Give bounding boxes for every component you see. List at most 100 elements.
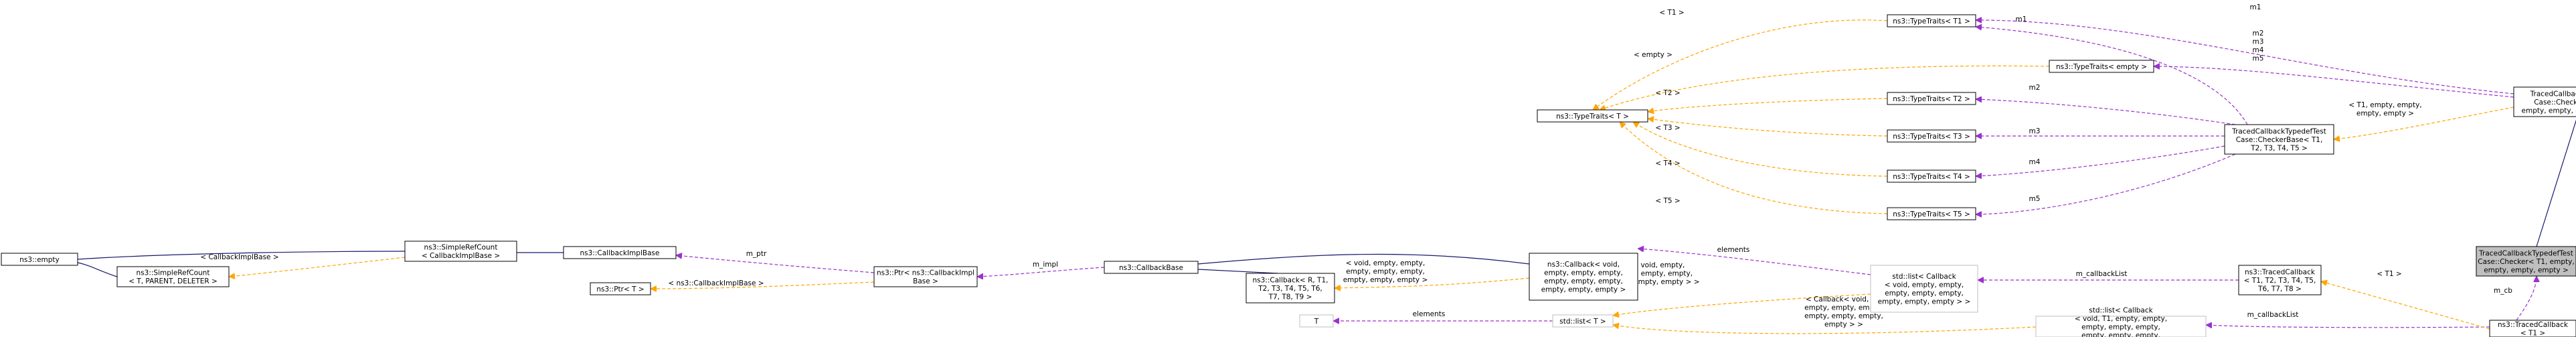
node-traced-callback-t1[interactable]: ns3::TracedCallback< T1 > <box>2489 320 2576 337</box>
node-type-traits-t1[interactable]: ns3::TypeTraits< T1 > <box>1887 14 1976 27</box>
template-edge <box>229 257 406 277</box>
usage-edge <box>1638 249 1871 275</box>
node-label: ns3::TypeTraits< T3 > <box>1893 133 1970 141</box>
node-simple-ref-count-cb[interactable]: ns3::SimpleRefCount< CallbackImplBase > <box>404 241 517 262</box>
usage-edge <box>1976 99 2236 125</box>
node-label: T <box>1314 318 1319 326</box>
node-callback-generic[interactable]: ns3::Callback< R, T1,T2, T3, T4, T5, T6,… <box>1246 273 1335 304</box>
edge-label-tt-t5: < T5 > <box>1655 197 1680 205</box>
node-box <box>2049 60 2154 73</box>
edges-layer <box>77 20 2576 334</box>
node-label: ns3::empty <box>19 256 60 264</box>
node-box <box>2513 86 2576 117</box>
edge-label-tt-t2: < T2 > <box>1655 89 1680 97</box>
node-box <box>1887 170 1976 183</box>
edge-label-tt-t3: < T3 > <box>1655 124 1680 132</box>
node-type-traits-t5[interactable]: ns3::TypeTraits< T5 > <box>1887 207 1976 220</box>
edge-label-m5: m5 <box>2029 195 2041 203</box>
node-type-traits-t[interactable]: ns3::TypeTraits< T > <box>1537 109 1648 123</box>
node-callback-void[interactable]: ns3::Callback< void,empty, empty, empty,… <box>1529 253 1638 301</box>
edge-label-cb-impl-base: < CallbackImplBase > <box>200 253 278 261</box>
edge-label-m1: m1 <box>2016 15 2027 23</box>
edge-label-m1-top: m1 <box>2250 3 2261 11</box>
node-label: ns3::TypeTraits< empty > <box>2056 63 2147 71</box>
node-box <box>2238 265 2322 295</box>
inheritance-edge <box>77 262 118 277</box>
node-label: TracedCallbackTypedefTestCase::CheckerBa… <box>2522 90 2576 115</box>
node-box <box>1 253 78 266</box>
template-edge <box>651 281 875 289</box>
node-type-traits-t3[interactable]: ns3::TypeTraits< T3 > <box>1887 129 1976 143</box>
node-type-traits-t2[interactable]: ns3::TypeTraits< T2 > <box>1887 92 1976 105</box>
edge-label-tt-t4: < T4 > <box>1655 159 1680 167</box>
node-callback-base[interactable]: ns3::CallbackBase <box>1104 261 1199 274</box>
node-type-traits-empty[interactable]: ns3::TypeTraits< empty > <box>2049 60 2154 73</box>
template-edge <box>1633 122 1888 177</box>
node-label: ns3::TracedCallback< T1, T2, T3, T4, T5,… <box>2244 268 2316 293</box>
edge-label-m-callbacklist-1: m_callbackList <box>2076 270 2128 278</box>
node-label: ns3::TracedCallback< T1 > <box>2498 321 2569 337</box>
edge-label-list-cb-t1-tmpl: < Callback< void, T1,empty, empty, empty… <box>1804 295 1883 329</box>
edge-label-m3: m3 <box>2029 127 2041 135</box>
edge-label-m-ptr: m_ptr <box>746 250 767 258</box>
node-box <box>2224 124 2334 155</box>
node-type-traits-t4[interactable]: ns3::TypeTraits< T4 > <box>1887 170 1976 183</box>
inheritance-edge <box>1197 253 1530 265</box>
node-label: ns3::TypeTraits< T4 > <box>1893 173 1970 181</box>
edge-label-t1-traced: < T1 > <box>2377 270 2401 278</box>
node-empty[interactable]: ns3::empty <box>1 253 78 266</box>
node-box <box>563 246 677 259</box>
node-label: ns3::TypeTraits< T2 > <box>1893 95 1970 103</box>
node-box <box>1887 14 1976 27</box>
edge-label-tt-empty: < empty > <box>1634 51 1672 59</box>
edge-label-checker-base-tmpl: < T1, empty, empty,empty, empty > <box>2348 101 2421 118</box>
usage-edge <box>1976 145 2225 176</box>
node-box <box>1246 273 1335 304</box>
template-edge <box>2321 281 2490 330</box>
edge-label-ptr-tmpl: < ns3::CallbackImplBase > <box>668 279 764 287</box>
node-callback-impl-base[interactable]: ns3::CallbackImplBase <box>563 246 677 259</box>
usage-edge <box>1976 27 2248 125</box>
node-simple-ref-count-t[interactable]: ns3::SimpleRefCount< T, PARENT, DELETER … <box>116 266 230 287</box>
node-list-callback-t1[interactable]: std::list< Callback< void, T1, empty, em… <box>2035 306 2207 337</box>
node-box <box>1537 109 1648 123</box>
usage-edge <box>977 267 1105 277</box>
usage-edge <box>1976 153 2236 214</box>
edge-label-elements-top: elements <box>1717 246 1750 254</box>
node-label: ns3::Callback< void,empty, empty, empty,… <box>1541 261 1626 294</box>
edge-label-elements-bottom: elements <box>1413 310 1446 318</box>
edge-label-tt-t1: < T1 > <box>1659 9 1684 17</box>
node-box <box>1299 314 1334 328</box>
node-ptr-t[interactable]: ns3::Ptr< T > <box>590 282 651 295</box>
usage-edge <box>676 255 875 273</box>
node-label: std::list< Callback< void, T1, empty, em… <box>2075 306 2167 337</box>
node-checker-base-inst[interactable]: TracedCallbackTypedefTestCase::CheckerBa… <box>2513 86 2576 117</box>
node-box <box>1529 253 1638 301</box>
template-edge <box>1613 325 2037 334</box>
node-box <box>116 266 230 287</box>
node-traced-callback-generic[interactable]: ns3::TracedCallback< T1, T2, T3, T4, T5,… <box>2238 265 2322 295</box>
node-label: ns3::CallbackBase <box>1119 264 1183 272</box>
inheritance-edge <box>2536 119 2576 247</box>
node-t[interactable]: T <box>1299 314 1334 328</box>
node-box <box>1887 129 1976 143</box>
node-box <box>873 266 978 287</box>
template-edge <box>1648 98 1888 112</box>
node-list-t[interactable]: std::list< T > <box>1552 314 1614 328</box>
template-edge <box>1613 293 1871 316</box>
node-box <box>1552 314 1614 328</box>
node-box <box>2489 320 2576 337</box>
inheritance-edge <box>1197 269 1279 274</box>
usage-edge <box>1976 20 2514 94</box>
node-list-callback-void[interactable]: std::list< Callback< void, empty, empty,… <box>1870 265 1978 313</box>
usage-edge <box>2516 276 2537 321</box>
node-box <box>1870 265 1978 313</box>
